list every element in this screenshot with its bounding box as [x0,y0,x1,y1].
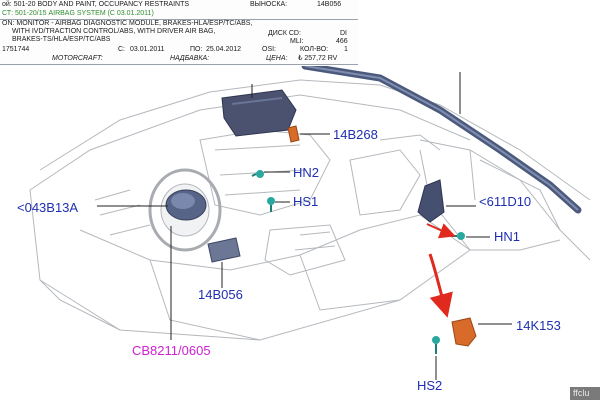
group-line: ой: 501-20 BODY AND PAINT, OCCUPANCY RES… [2,1,190,8]
section-text: 501-20/15 AIRBAG SYSTEM (C 03.01.2011) [15,10,154,17]
leader-lines [97,72,512,380]
vehicle-illustration [29,66,591,380]
reference-cb8211-0605[interactable]: CB8211/0605 [132,343,211,358]
bracket-14b268[interactable] [287,125,300,143]
mli-label: MLI: [290,38,304,45]
callout-hn2[interactable]: HN2 [293,165,320,180]
callout-043b13a[interactable]: <043B13A [17,200,79,215]
motorcraft-label: MOTORCRAFT: [52,55,103,62]
callout-14b056[interactable]: 14B056 [198,287,243,302]
naddavka-label: НАДБАВКА: [170,55,210,62]
part-number[interactable]: 1751744 [2,46,30,53]
description-line-2: WITH IVD/TRACTION CONTROL/ABS, WITH DRIV… [12,28,216,35]
issue-value[interactable]: 14B056 [317,1,342,8]
from-value: 03.01.2011 [130,46,165,53]
clip-hn2[interactable] [251,170,264,178]
disk-label: ДИСК CD: [268,30,301,37]
from-label: С: [118,46,125,53]
callout-hn1[interactable]: HN1 [494,229,521,244]
osi-label: OSI: [262,46,277,53]
disk-value: DI [340,30,347,37]
to-value: 25.04.2012 [206,46,242,53]
exploded-view-arrows [426,223,456,318]
watermark: ffclu [570,387,600,400]
airbag-system-diagram: 14B268 HN2 HS1 <043B13A <611D10 HN1 14B0… [0,66,600,400]
side-airbag-module[interactable] [417,179,445,223]
price-label: ЦЕНА: [266,55,288,62]
description-line-3: BRAKES-TS/HLA/ESP/TC/ABS [12,36,111,43]
group-text: 501-20 BODY AND PAINT, OCCUPANCY RESTRAI… [13,1,190,8]
passenger-airbag-module[interactable] [221,89,297,137]
qty-label: КОЛ-ВО: [300,46,329,53]
callout-hs2[interactable]: HS2 [417,378,443,393]
divider [0,19,358,20]
callout-14k153[interactable]: 14K153 [516,318,561,333]
issue-label: ВЫНОСКА: [250,1,288,8]
curtain-airbag[interactable] [301,66,582,214]
part-info-panel: ой: 501-20 BODY AND PAINT, OCCUPANCY RES… [0,0,358,66]
clip-hn1[interactable] [451,232,465,240]
vehicle-body-lineart [29,79,591,341]
mli-value: 466 [336,38,348,45]
divider [0,64,358,65]
clip-hs2[interactable] [432,336,440,354]
driver-airbag-module[interactable] [165,189,207,221]
callout-hs1[interactable]: HS1 [293,194,319,209]
callout-14b268[interactable]: 14B268 [333,127,378,142]
price-value: ₺ 257,72 RV [298,55,338,62]
clip-hs1[interactable] [267,197,275,212]
issue-field: ВЫНОСКА: [250,1,287,9]
qty-value: 1 [344,46,348,53]
bracket-14k153[interactable] [451,317,477,347]
description-line-1: ON: MONITOR - AIRBAG DIAGNOSTIC MODULE, … [2,20,253,27]
callout-611d10[interactable]: <611D10 [479,194,532,209]
to-label: ПО: [190,46,203,53]
section-line: СТ: 501-20/15 AIRBAG SYSTEM (C 03.01.201… [2,10,154,17]
diagnostic-module[interactable] [207,237,241,263]
